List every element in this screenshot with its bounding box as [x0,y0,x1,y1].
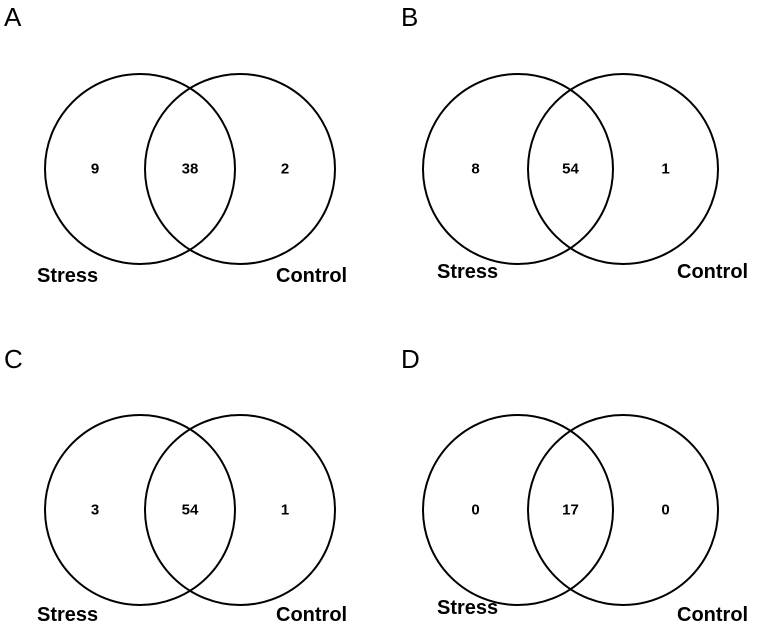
stress-circle [422,73,614,265]
overlap-count: 54 [182,502,199,519]
control-only-count: 0 [661,502,669,519]
control-only-count: 2 [281,161,289,178]
venn-diagram: 8 54 1 [422,73,719,265]
stress-circle [422,414,614,606]
stress-circle [44,73,236,265]
stress-set-label: Stress [37,265,99,287]
stress-only-count: 8 [471,161,479,178]
panel-label: A [4,2,22,32]
control-circle [144,414,336,606]
panel-d: D 0 17 0 Stress Control [379,313,759,626]
stress-only-count: 0 [471,502,479,519]
stress-only-count: 3 [91,502,99,519]
venn-diagram: 9 38 2 [44,73,336,265]
venn-diagram: 3 54 1 [44,414,336,606]
control-circle [527,73,719,265]
panel-c: C 3 54 1 Stress Control [0,313,380,626]
control-only-count: 1 [281,502,289,519]
venn-diagram: 0 17 0 [422,414,719,606]
panel-label: D [401,344,420,374]
stress-circle [44,414,236,606]
panel-label: C [4,344,23,374]
stress-set-label: Stress [437,261,499,283]
panel-a: A 9 38 2 Stress Control [0,0,380,313]
overlap-count: 54 [562,161,579,178]
panel-b: B 8 54 1 Stress Control [379,0,759,313]
control-circle [144,73,336,265]
overlap-count: 38 [182,161,199,178]
overlap-count: 17 [562,502,579,519]
control-circle [527,414,719,606]
control-set-label: Control [677,604,749,626]
control-set-label: Control [276,265,348,287]
stress-set-label: Stress [437,597,499,619]
panel-label: B [401,2,419,32]
control-set-label: Control [677,261,749,283]
stress-only-count: 9 [91,161,99,178]
stress-set-label: Stress [37,604,99,626]
control-only-count: 1 [661,161,669,178]
control-set-label: Control [276,604,348,626]
